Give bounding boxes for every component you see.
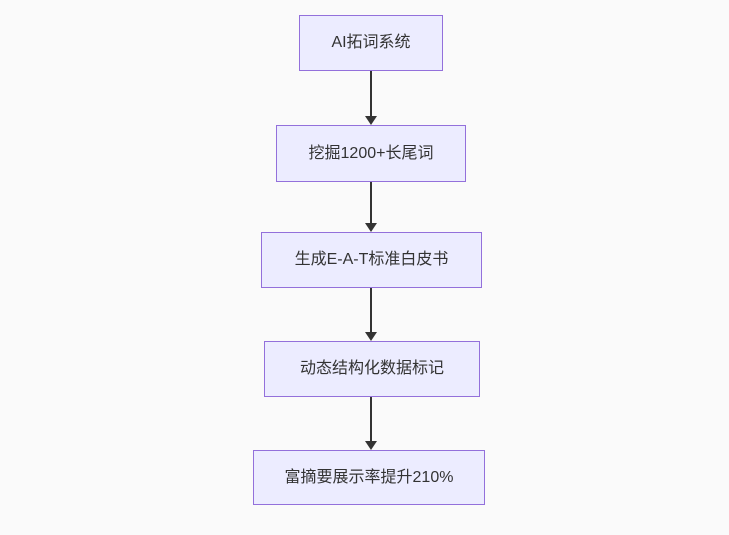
flowchart-edge xyxy=(364,288,378,341)
flowchart-edge xyxy=(364,397,378,450)
arrow-line xyxy=(370,182,372,224)
arrow-head-icon xyxy=(365,332,377,341)
arrow-head-icon xyxy=(365,441,377,450)
arrow-line xyxy=(370,71,372,117)
flowchart-node-longtail-words: 挖掘1200+长尾词 xyxy=(276,125,466,182)
node-label: 富摘要展示率提升210% xyxy=(284,468,454,486)
arrow-head-icon xyxy=(365,116,377,125)
flowchart-node-structured-data: 动态结构化数据标记 xyxy=(264,341,480,397)
node-label: AI拓词系统 xyxy=(331,34,411,52)
node-label: 动态结构化数据标记 xyxy=(299,360,444,378)
arrow-line xyxy=(370,288,372,333)
flowchart-edge xyxy=(364,182,378,232)
arrow-line xyxy=(370,397,372,442)
arrow-head-icon xyxy=(365,223,377,232)
node-label: 生成E-A-T标准白皮书 xyxy=(294,251,449,269)
flowchart-node-eat-whitepaper: 生成E-A-T标准白皮书 xyxy=(261,232,482,288)
flowchart-node-rich-snippet-result: 富摘要展示率提升210% xyxy=(253,450,485,505)
node-label: 挖掘1200+长尾词 xyxy=(308,144,434,162)
flowchart-edge xyxy=(364,71,378,125)
flowchart-node-ai-system: AI拓词系统 xyxy=(299,15,443,71)
